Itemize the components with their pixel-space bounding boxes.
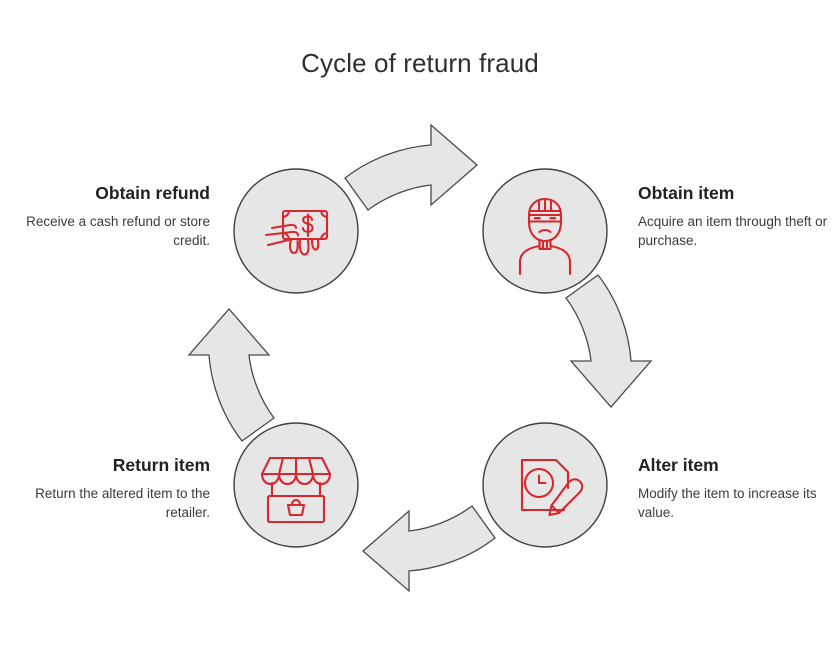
arrow-bottom-alter-item-to-return-item xyxy=(362,505,496,593)
node-heading-alter-item: Alter item xyxy=(638,455,719,475)
document-clock-pencil-icon xyxy=(520,458,584,517)
node-description-alter-item: Modify the item to increase its value. xyxy=(638,485,817,521)
masked-thief-icon xyxy=(518,197,572,276)
node-alter-item[interactable] xyxy=(482,422,608,548)
node-obtain-item[interactable] xyxy=(482,168,608,294)
node-description-return-item: Return the altered item to the retailer. xyxy=(35,485,210,521)
node-return-item[interactable] xyxy=(233,422,359,548)
node-circle-return-item[interactable] xyxy=(233,422,359,548)
node-obtain-refund[interactable] xyxy=(233,168,359,294)
node-label-obtain-refund: Obtain refund Receive a cash refund or s… xyxy=(0,183,210,250)
node-circle-obtain-refund[interactable] xyxy=(233,168,359,294)
node-label-alter-item: Alter item Modify the item to increase i… xyxy=(638,455,840,522)
node-description-obtain-refund: Receive a cash refund or store credit. xyxy=(26,213,210,249)
node-circle-alter-item[interactable] xyxy=(482,422,608,548)
node-description-obtain-item: Acquire an item through theft or purchas… xyxy=(638,213,828,249)
cash-hand-icon xyxy=(264,209,329,256)
node-label-return-item: Return item Return the altered item to t… xyxy=(0,455,210,522)
arrow-left-return-item-to-obtain-refund xyxy=(187,308,275,442)
node-heading-obtain-refund: Obtain refund xyxy=(95,183,210,203)
node-heading-return-item: Return item xyxy=(112,455,210,475)
storefront-icon xyxy=(260,456,332,524)
node-heading-obtain-item: Obtain item xyxy=(638,183,735,203)
page-title: Cycle of return fraud xyxy=(301,48,539,78)
arrow-top-obtain-refund-to-obtain-item xyxy=(344,123,478,211)
arrow-right-obtain-item-to-alter-item xyxy=(565,274,653,408)
node-label-obtain-item: Obtain item Acquire an item through thef… xyxy=(638,183,840,250)
